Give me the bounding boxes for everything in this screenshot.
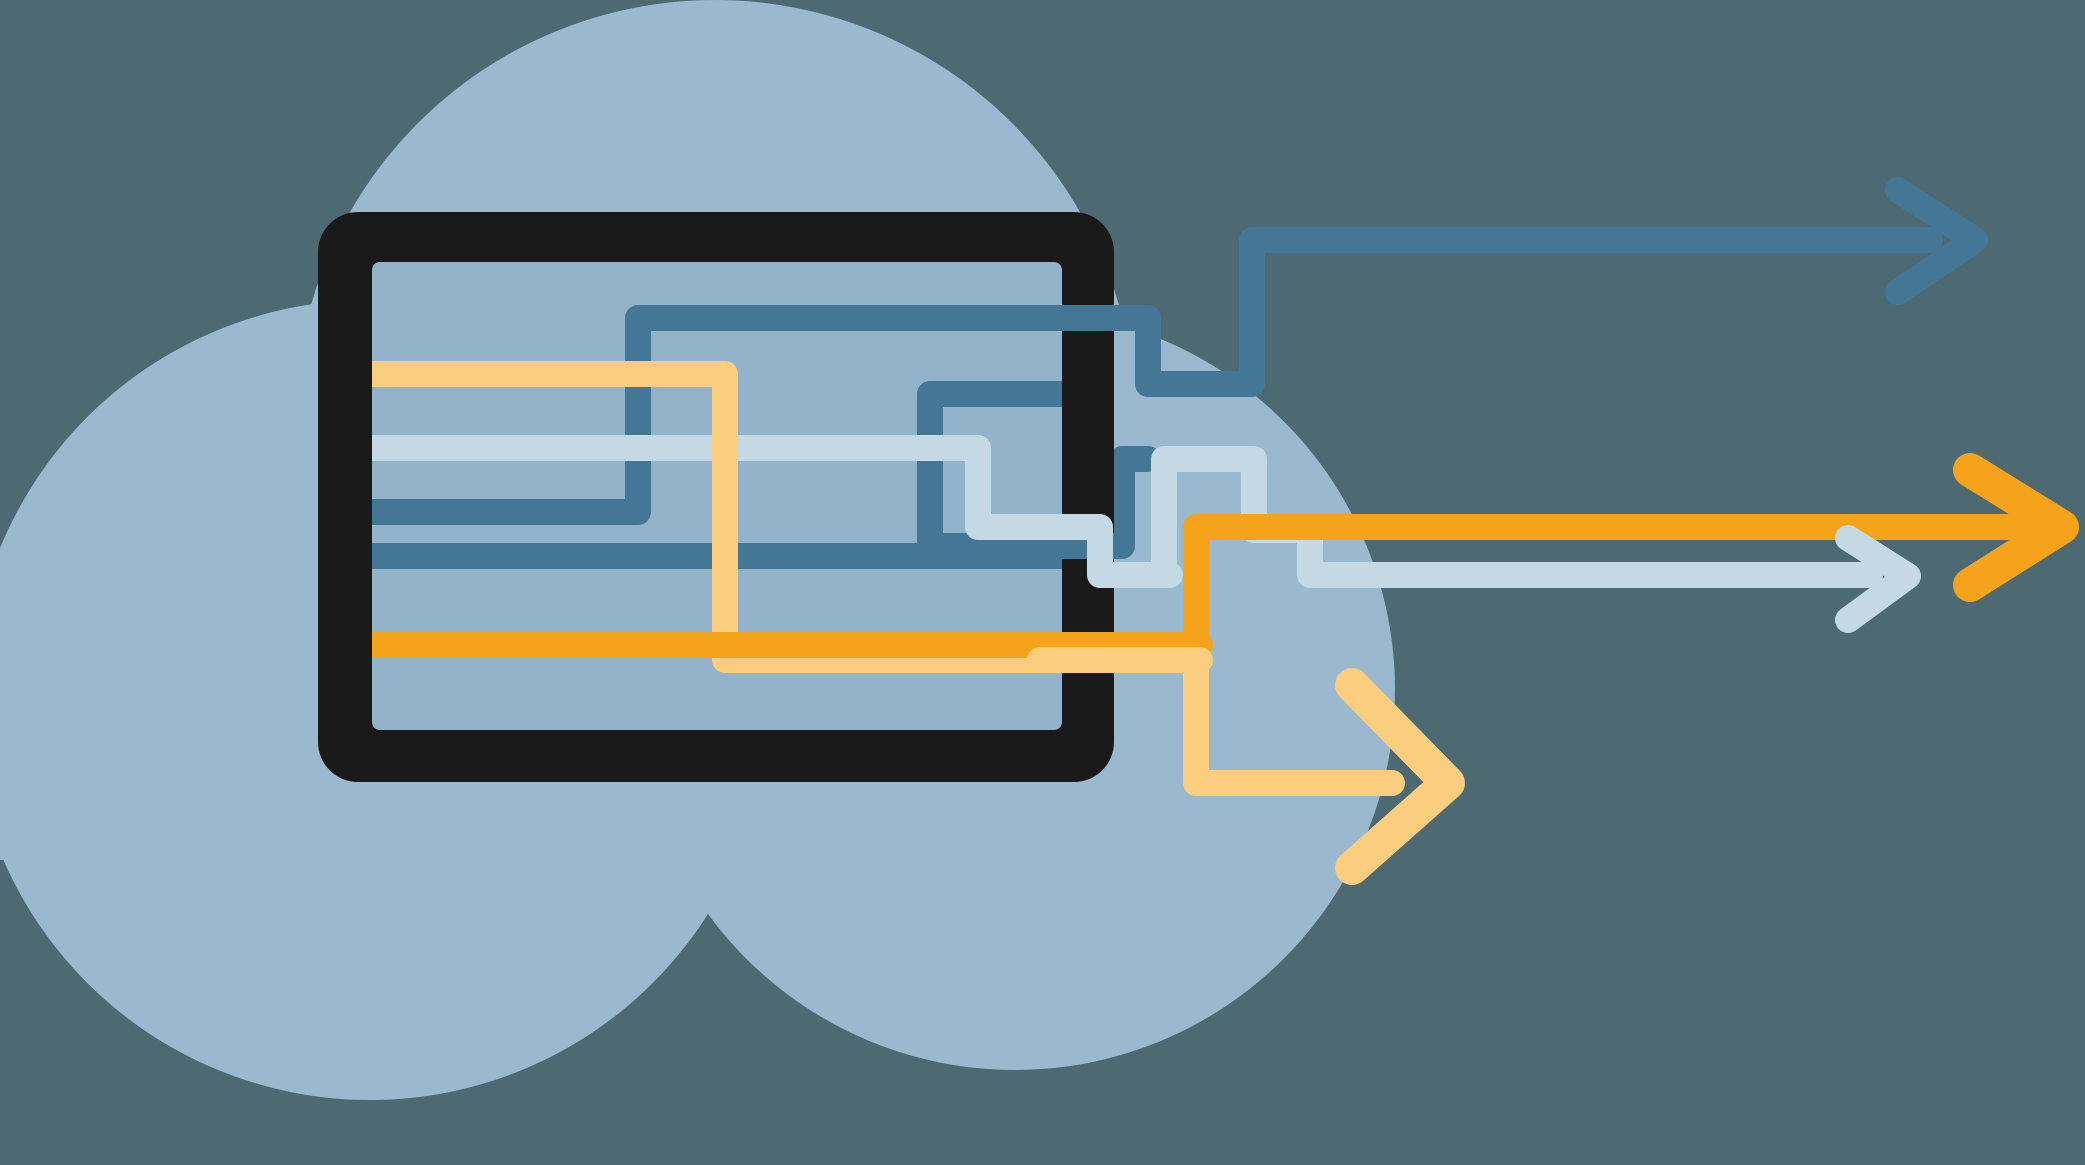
orange-arrow-right [1953,453,2079,602]
flow-pale-blue-bezel [1027,514,1183,588]
flow-light-orange-screen [372,361,1062,673]
pale-blue-arrow-right [1835,525,1921,633]
blue-arrow-top-right [1885,177,1988,305]
light-orange-arrow-bottom-right [1335,668,1465,885]
flow-blue-upper-screen [372,305,1062,525]
flow-blue-upper-outer [1049,227,1943,397]
